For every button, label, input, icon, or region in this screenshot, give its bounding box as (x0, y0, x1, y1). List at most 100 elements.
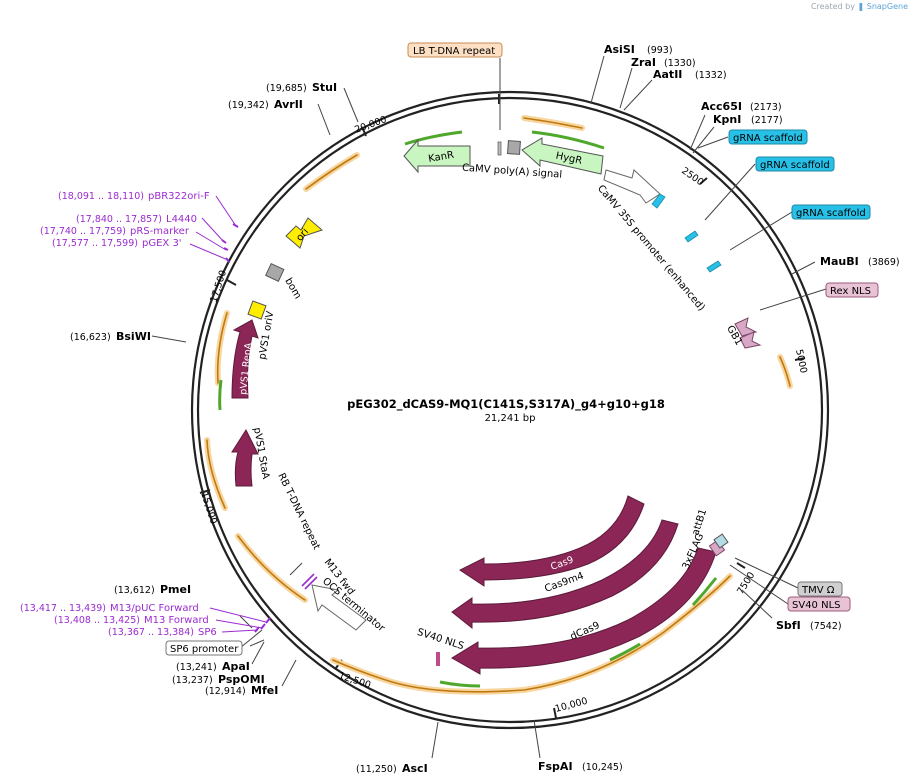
primer-pbr322ori-range: (18,091 .. 18,110) (58, 191, 144, 202)
site-pmei: PmeI (160, 583, 191, 596)
created-by-credit: Created by ❚ SnapGene (811, 2, 908, 11)
site-aatii: AatII (653, 68, 682, 81)
sv40-box-label: SV40 NLS (792, 600, 841, 611)
site-asisi: AsiSI (604, 43, 635, 56)
feature-bom: bom (265, 262, 303, 301)
site-pspomi-pos: (13,237) (172, 675, 213, 686)
site-stui-pos: (19,685) (266, 83, 307, 94)
site-kpni-pos: (2177) (751, 115, 783, 126)
grna-box-1: gRNA scaffold (733, 133, 803, 144)
plasmid-size: 21,241 bp (485, 413, 536, 424)
primer-pgex: pGEX 3' (142, 238, 182, 249)
snapgene-logo-icon: ❚ (857, 2, 865, 11)
rb-label: RB T-DNA repeat (275, 471, 322, 551)
primer-m13f-range: (13,408 .. 13,425) (54, 615, 140, 626)
site-pmei-pos: (13,612) (114, 585, 155, 596)
tick-20000: 20,000 (353, 114, 388, 136)
rex-box-label: Rex NLS (830, 286, 871, 297)
feature-m13fwd-mark (301, 573, 318, 590)
feature-camv35s (603, 169, 661, 204)
backbone (190, 90, 830, 730)
grna-box-2: gRNA scaffold (760, 160, 830, 171)
attb1-label: attB1 (690, 508, 709, 537)
credit-brand: SnapGene (866, 2, 908, 11)
site-avrii-pos: (19,342) (228, 100, 269, 111)
lb-box-label: LB T-DNA repeat (413, 46, 495, 57)
primer-sp6: SP6 (198, 627, 217, 638)
sites-left: (19,685) StuI (19,342) AvrII (16,623) Bs… (70, 81, 428, 775)
site-apai-pos: (13,241) (176, 662, 217, 673)
site-zrai: ZraI (631, 56, 656, 69)
tick-17500: 17,500 (208, 269, 229, 304)
hygr-label: HygR (555, 151, 583, 167)
tick-15000: 15,000 (198, 491, 219, 526)
site-aatii-pos: (1332) (695, 70, 727, 81)
bom-label: bom (282, 276, 303, 301)
primer-prs: pRS-marker (130, 226, 190, 237)
feature-rb-mark (289, 562, 303, 576)
sp6prom-box-label: SP6 promoter (170, 644, 239, 655)
site-mfei: MfeI (251, 684, 278, 697)
orf-arcs (204, 115, 793, 695)
feature-kanr: KanR (403, 138, 471, 174)
leader-lines (151, 55, 827, 759)
site-asisi-pos: (993) (647, 45, 673, 56)
site-zrai-pos: (1330) (664, 58, 696, 69)
site-acc65i-pos: (2173) (750, 102, 782, 113)
tick-7500: 7500 (735, 570, 757, 596)
primer-sp6-range: (13,367 .. 13,384) (108, 627, 194, 638)
feature-polya (506, 140, 521, 155)
site-mfei-pos: (12,914) (205, 686, 246, 697)
primers: (18,091 .. 18,110) pBR322ori-F (17,840 .… (20, 191, 217, 638)
tick-2500: 2500 (679, 165, 705, 188)
feature-hygr: HygR (521, 137, 604, 175)
site-pspomi: PspOMI (218, 673, 265, 686)
site-fspai-pos: (10,245) (582, 762, 623, 773)
primer-l4440-range: (17,840 .. 17,857) (76, 214, 162, 225)
primer-prs-range: (17,740 .. 17,759) (40, 226, 126, 237)
site-maubi: MauBI (820, 255, 859, 268)
site-kpni: KpnI (713, 113, 741, 126)
feature-gb1: GB1 (724, 317, 762, 349)
site-apai: ApaI (222, 660, 250, 673)
site-bsiwi-pos: (16,623) (70, 332, 111, 343)
site-maubi-pos: (3869) (868, 257, 900, 268)
site-sbfi-pos: (7542) (810, 621, 842, 632)
primer-pbr322ori: pBR322ori-F (148, 191, 210, 202)
primer-pgex-range: (17,577 .. 17,599) (52, 238, 138, 249)
feature-ori: ori (285, 217, 323, 249)
tmv-box-label: TMV Ω (801, 585, 835, 596)
site-fspai: FspAI (538, 760, 573, 773)
primer-m13puc-range: (13,417 .. 13,439) (20, 603, 106, 614)
green-arrows (218, 130, 718, 688)
repa-label: pVS1 RepA (238, 342, 254, 396)
sites-right: AsiSI (993) ZraI (1330) AatII (1332) Acc… (538, 43, 900, 773)
site-asci-pos: (11,250) (356, 764, 397, 775)
site-acc65i: Acc65I (701, 100, 742, 113)
grna-markers (651, 193, 722, 273)
grna-box-3: gRNA scaffold (796, 208, 866, 219)
tick-5000: 5000 (793, 348, 809, 374)
feature-repa: pVS1 RepA (231, 319, 259, 399)
primer-l4440: L4440 (166, 214, 197, 225)
primer-m13puc: M13/pUC Forward (110, 603, 199, 614)
tick-10000: 10,000 (554, 696, 589, 715)
credit-prefix: Created by (810, 2, 855, 11)
feature-cas9: Cas9 (459, 495, 645, 587)
feature-lb-mark (497, 141, 502, 156)
site-avrii: AvrII (274, 98, 303, 111)
site-stui: StuI (312, 81, 337, 94)
plasmid-name: pEG302_dCAS9-MQ1(C141S,S317A)_g4+g10+g18 (347, 397, 665, 412)
primer-m13f: M13 Forward (144, 615, 209, 626)
sv40-label: SV40 NLS (416, 627, 466, 652)
feature-ocs (311, 584, 367, 631)
camv35s-label: CaMV 35S promoter (enhanced) (595, 183, 707, 313)
site-asci: AscI (402, 762, 428, 775)
polya-label: CaMV poly(A) signal (462, 163, 563, 181)
boxed-labels: LB T-DNA repeat gRNA scaffold gRNA scaff… (165, 42, 879, 656)
site-bsiwi: BsiWI (116, 330, 151, 343)
feature-staa: pVS1 StaA (231, 427, 271, 487)
site-sbfi: SbfI (776, 619, 801, 632)
primer-leaders (189, 195, 267, 633)
